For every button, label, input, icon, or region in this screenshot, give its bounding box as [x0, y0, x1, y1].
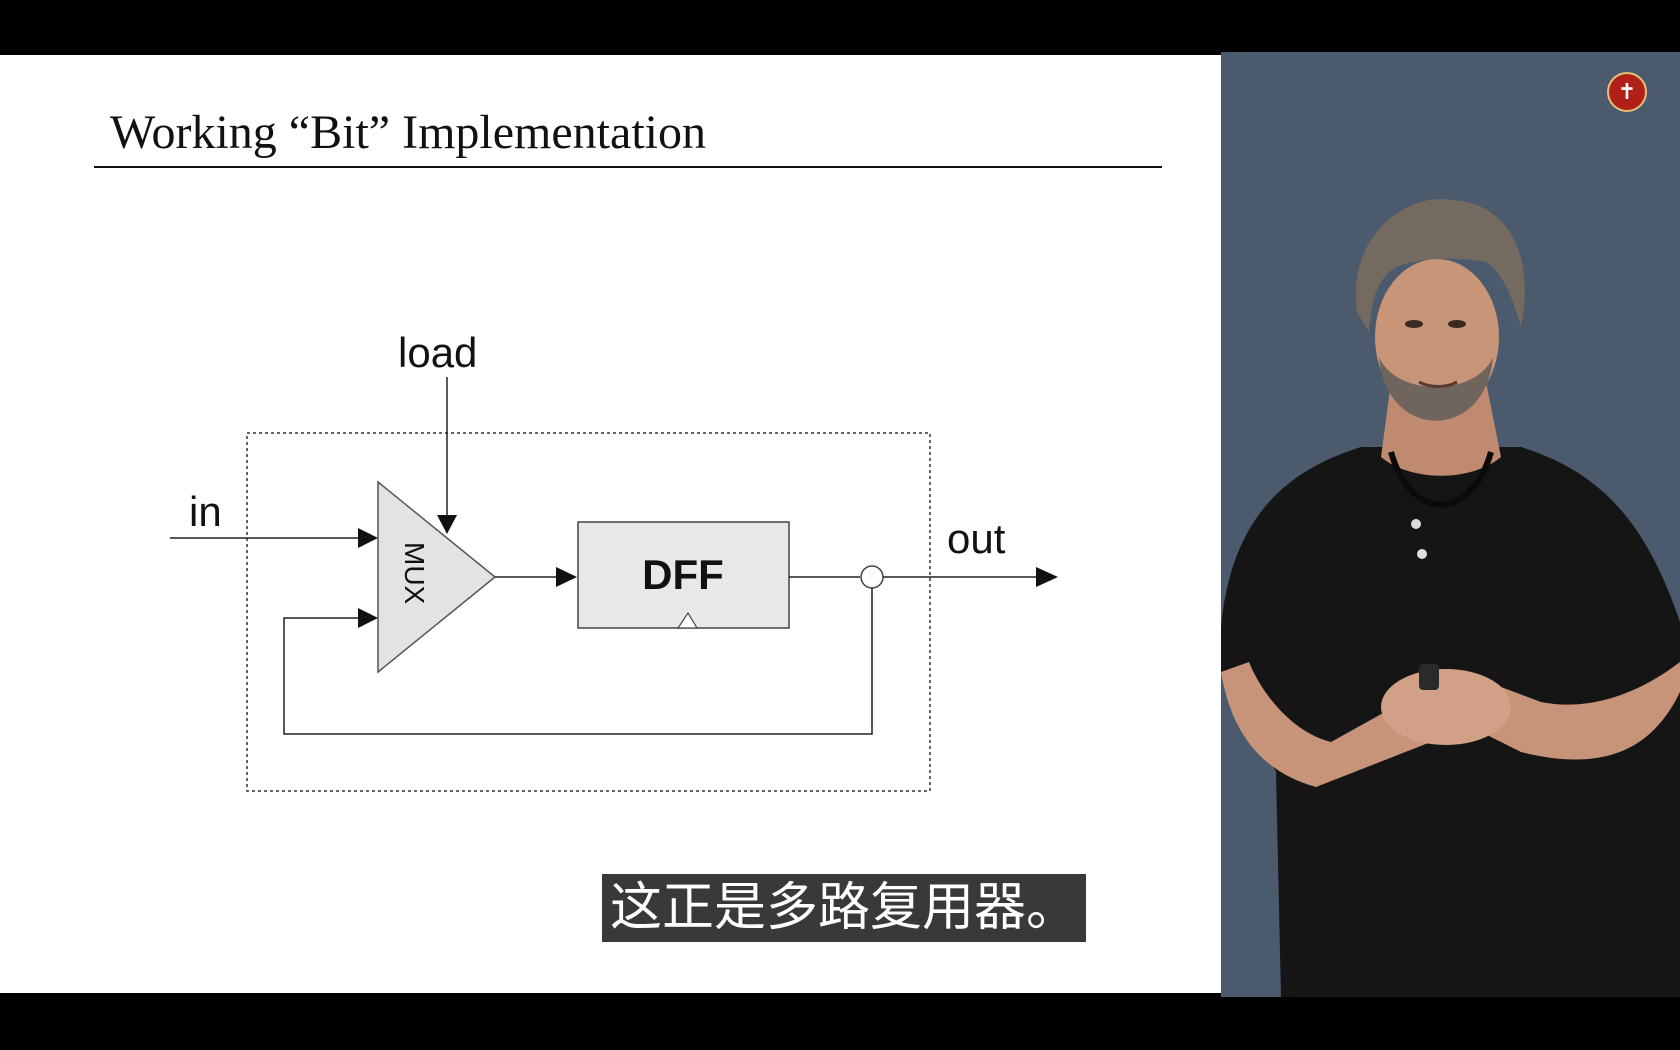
in-label: in — [189, 488, 222, 535]
presenter-face — [1375, 259, 1499, 415]
presenter-eye-right — [1448, 320, 1466, 328]
feedback-wire — [283, 588, 873, 735]
shirt-button-2 — [1417, 549, 1427, 559]
presenter-eye-left — [1405, 320, 1423, 328]
subtitle-caption: 这正是多路复用器。 — [602, 874, 1087, 942]
chip-boundary — [246, 432, 931, 792]
presenter-mouth — [1418, 380, 1458, 388]
slide: Working “Bit” Implementation load in MUX… — [0, 55, 1221, 993]
presenter-beard — [1379, 357, 1493, 421]
feedback-arrowhead — [358, 608, 378, 628]
mux-label: MUX — [399, 542, 430, 605]
shirt-placket — [1388, 451, 1494, 508]
shirt-button-1 — [1411, 519, 1421, 529]
out-label: out — [947, 515, 1006, 562]
title-rule — [94, 166, 1162, 168]
in-arrowhead — [358, 528, 378, 548]
presenter-figure — [1221, 198, 1680, 997]
presenter-arm-left — [1221, 662, 1431, 787]
bit-circuit-diagram: load in MUX DFF out — [170, 329, 1058, 792]
out-arrowhead — [1036, 567, 1058, 587]
load-label: load — [398, 329, 477, 376]
clock-marker — [676, 611, 699, 629]
presenter-hair — [1355, 198, 1525, 332]
presenter-panel: ✝ — [1221, 52, 1680, 997]
clicker-remote — [1419, 664, 1439, 690]
presenter-hands — [1381, 669, 1511, 745]
university-seal-icon: ✝ — [1607, 72, 1647, 112]
dff-label: DFF — [642, 551, 724, 598]
junction-node — [860, 565, 884, 589]
slide-title: Working “Bit” Implementation — [110, 106, 706, 159]
presenter-arm-right — [1441, 662, 1680, 760]
dff-input-arrowhead — [556, 567, 577, 587]
mux-block — [377, 480, 497, 674]
load-arrowhead — [437, 515, 457, 534]
